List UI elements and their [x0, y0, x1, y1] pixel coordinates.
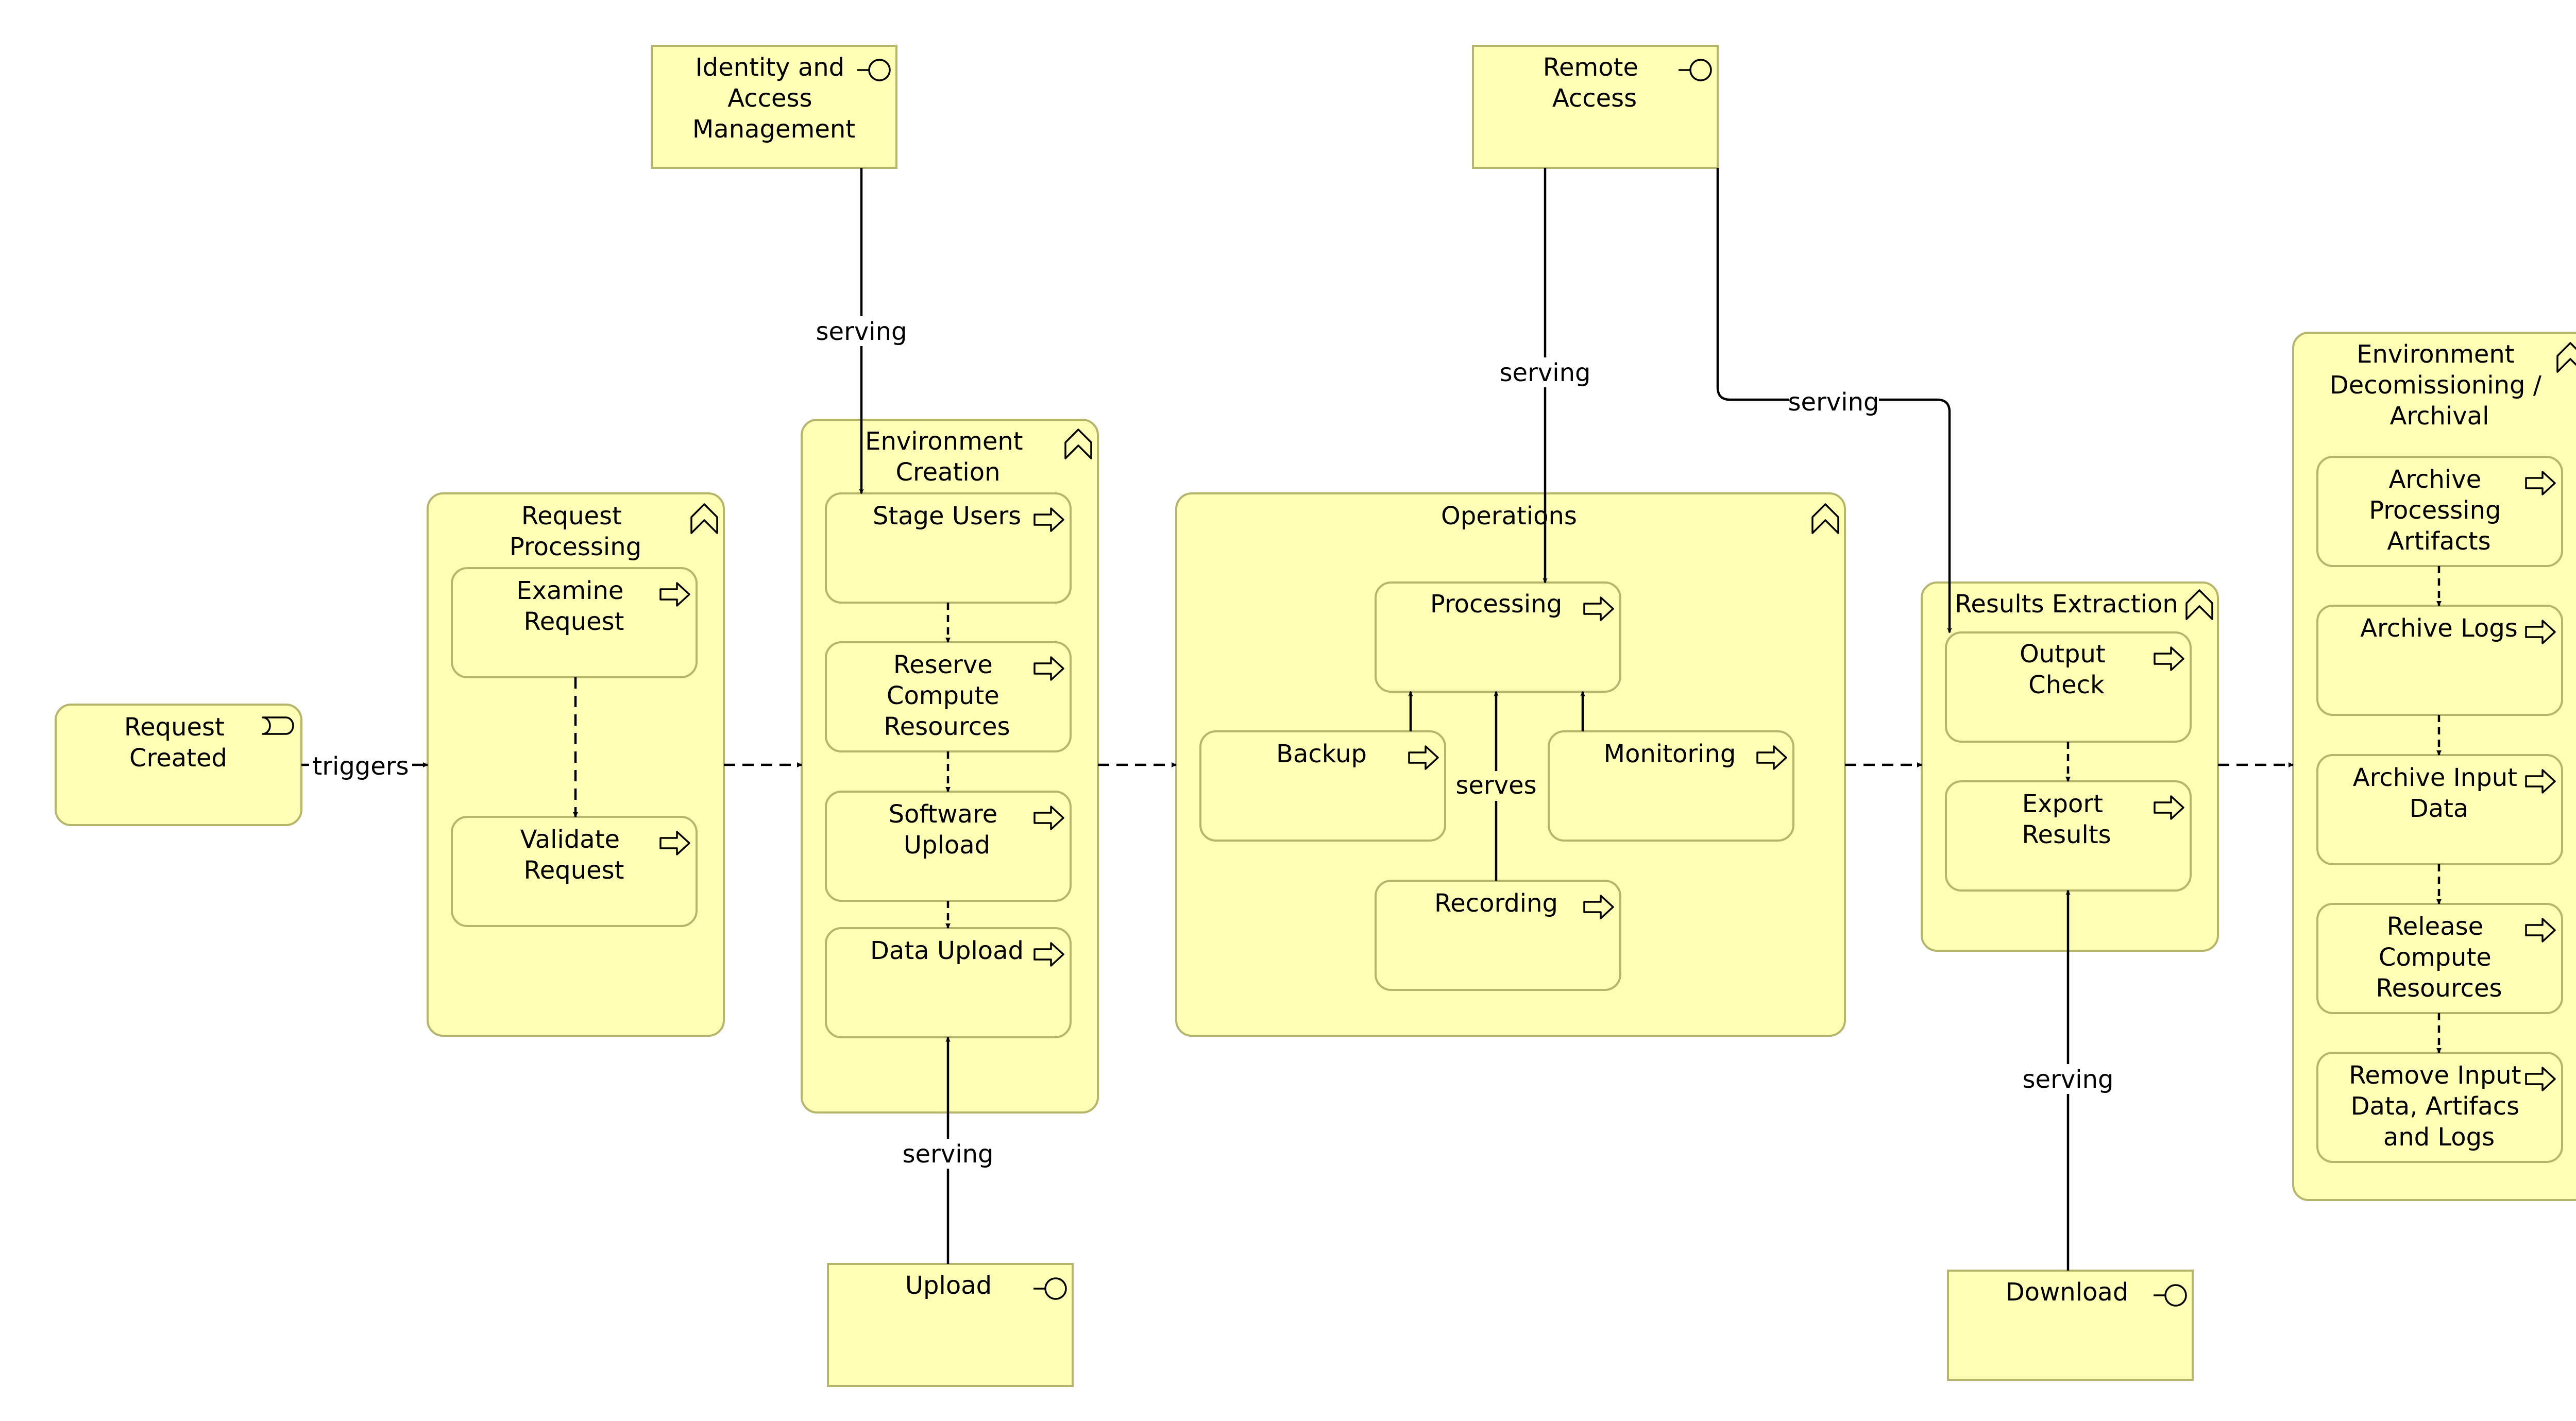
- process-arrow-icon: [2525, 918, 2556, 943]
- process-arrow-icon: [659, 582, 690, 607]
- serves-label: serves: [1455, 771, 1536, 800]
- process-stage-users[interactable]: Stage Users: [825, 492, 1072, 604]
- process-arrow-icon: [1033, 507, 1064, 532]
- process-output-check[interactable]: Output Check: [1945, 631, 2192, 743]
- event-label: Request Created: [124, 713, 232, 773]
- upload-interface-label: Upload: [905, 1271, 992, 1300]
- process-label: Validate Request: [520, 825, 628, 885]
- process-label: Examine Request: [516, 576, 631, 636]
- process-backup[interactable]: Backup: [1199, 730, 1446, 842]
- process-data-upload[interactable]: Data Upload: [825, 927, 1072, 1038]
- process-label: Processing: [1430, 590, 1562, 619]
- request-created-event[interactable]: Request Created: [55, 704, 302, 826]
- download-interface-label: Download: [2006, 1278, 2129, 1307]
- request-processing-title: Request Processing: [510, 502, 641, 561]
- operations-title: Operations: [1441, 502, 1577, 530]
- process-arrow-icon: [2525, 769, 2556, 794]
- process-recording[interactable]: Recording: [1375, 880, 1621, 991]
- interface-icon: [857, 59, 891, 81]
- process-validate-request[interactable]: Validate Request: [451, 816, 698, 927]
- serving-label: serving: [2023, 1065, 2114, 1094]
- process-arrow-icon: [1583, 596, 1614, 621]
- results-extraction-title: Results Extraction: [1955, 590, 2178, 619]
- iam-interface[interactable]: Identity and Access Management: [651, 45, 897, 169]
- serving-label: serving: [1788, 388, 1879, 417]
- process-arrow-icon: [2525, 1067, 2556, 1091]
- process-examine-request[interactable]: Examine Request: [451, 567, 698, 678]
- serving-label: serving: [816, 317, 907, 346]
- process-arrow-icon: [2154, 646, 2184, 671]
- iam-interface-label: Identity and Access Management: [692, 53, 855, 144]
- process-label: Backup: [1276, 740, 1367, 768]
- process-arrow-icon: [1033, 942, 1064, 967]
- function-icon: [2185, 589, 2213, 620]
- serving-label: serving: [903, 1140, 994, 1169]
- download-interface[interactable]: Download: [1947, 1270, 2194, 1381]
- interface-icon: [1679, 59, 1712, 81]
- process-release-compute-resources[interactable]: Release Compute Resources: [2316, 903, 2563, 1014]
- process-label: Archive Processing Artifacts: [2369, 465, 2509, 556]
- process-label: Export Results: [2022, 790, 2111, 849]
- remote-access-interface[interactable]: Remote Access: [1472, 45, 1719, 169]
- process-label: Release Compute Resources: [2376, 912, 2502, 1003]
- process-reserve-compute-resources[interactable]: Reserve Compute Resources: [825, 641, 1072, 752]
- process-arrow-icon: [2154, 795, 2184, 820]
- process-arrow-icon: [2525, 471, 2556, 495]
- decommissioning-title: Environment Decomissioning / Archival: [2330, 340, 2549, 431]
- connector-labels: triggers serving serving serving serving…: [309, 316, 2113, 1169]
- process-arrow-icon: [1033, 806, 1064, 830]
- process-archive-processing-artifacts[interactable]: Archive Processing Artifacts: [2316, 456, 2563, 567]
- process-arrow-icon: [1033, 656, 1064, 681]
- process-software-upload[interactable]: Software Upload: [825, 791, 1072, 902]
- process-label: Stage Users: [873, 502, 1021, 530]
- serving-label: serving: [1500, 358, 1591, 387]
- interface-icon: [1033, 1277, 1067, 1300]
- process-archive-input-data[interactable]: Archive Input Data: [2316, 754, 2563, 865]
- process-label: Archive Input Data: [2353, 763, 2525, 823]
- process-label: Remove Input Data, Artifacs and Logs: [2349, 1061, 2529, 1152]
- process-arrow-icon: [1756, 745, 1787, 770]
- environment-creation-title: Environment Creation: [865, 427, 1031, 487]
- process-arrow-icon: [1583, 895, 1614, 919]
- process-remove-input-data-artifacts-logs[interactable]: Remove Input Data, Artifacs and Logs: [2316, 1052, 2563, 1163]
- process-arrow-icon: [2525, 620, 2556, 644]
- operations-function[interactable]: Operations: [1175, 492, 1846, 1037]
- remote-access-interface-label: Remote Access: [1543, 53, 1646, 113]
- process-label: Reserve Compute Resources: [884, 650, 1010, 741]
- process-label: Output Check: [2020, 640, 2113, 699]
- interface-icon: [2154, 1284, 2187, 1307]
- process-processing[interactable]: Processing: [1375, 581, 1621, 693]
- process-label: Data Upload: [870, 936, 1024, 965]
- process-label: Monitoring: [1604, 740, 1736, 768]
- process-export-results[interactable]: Export Results: [1945, 780, 2192, 892]
- function-icon: [2556, 342, 2576, 373]
- process-archive-logs[interactable]: Archive Logs: [2316, 605, 2563, 716]
- process-arrow-icon: [659, 831, 690, 855]
- function-icon: [1811, 503, 1839, 534]
- upload-interface[interactable]: Upload: [827, 1263, 1074, 1387]
- event-icon: [262, 716, 294, 735]
- function-icon: [1064, 429, 1092, 459]
- process-arrow-icon: [1408, 745, 1439, 770]
- process-label: Recording: [1434, 889, 1558, 918]
- process-monitoring[interactable]: Monitoring: [1548, 730, 1794, 842]
- function-icon: [690, 503, 718, 534]
- process-label: Software Upload: [889, 800, 1006, 860]
- process-label: Archive Logs: [2360, 614, 2518, 643]
- triggers-label: triggers: [312, 752, 409, 781]
